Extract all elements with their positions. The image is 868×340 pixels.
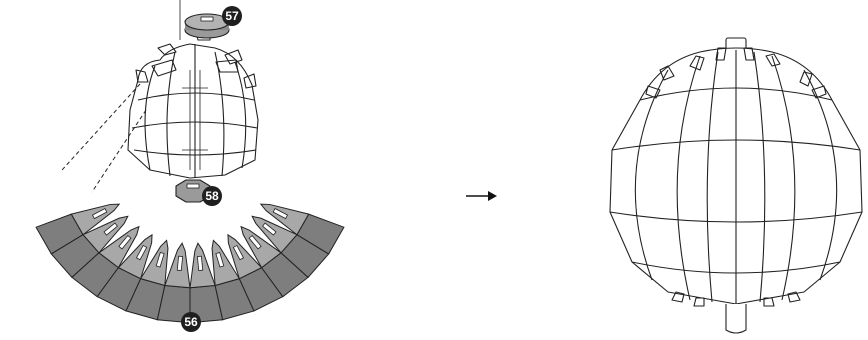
step-arrow (466, 191, 497, 201)
assembled-lantern (610, 38, 862, 333)
part-56-panel-strip (36, 204, 344, 323)
callout-56-label: 56 (184, 315, 198, 329)
callout-58: 58 (202, 186, 222, 206)
callout-57: 57 (222, 6, 242, 26)
callout-58-label: 58 (205, 189, 219, 203)
callout-57-label: 57 (225, 9, 239, 23)
callout-56: 56 (181, 312, 201, 332)
